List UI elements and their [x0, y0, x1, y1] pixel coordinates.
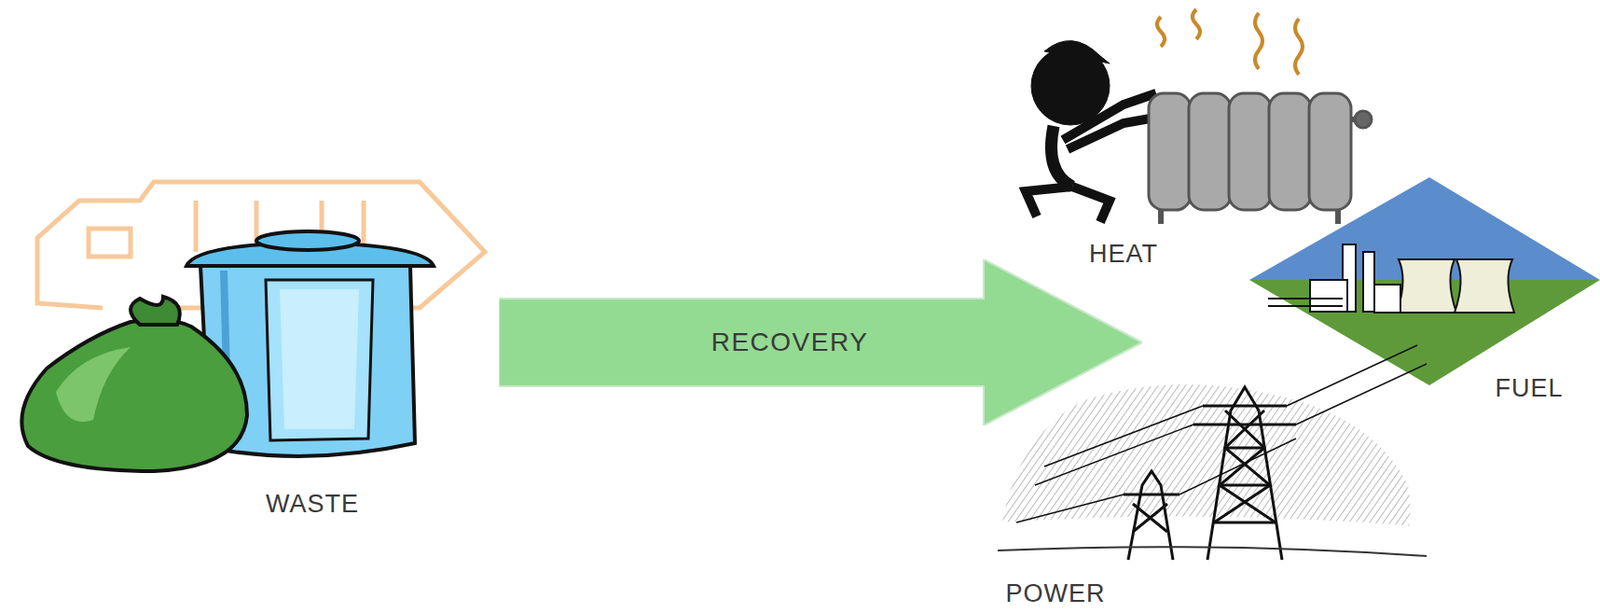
power-label: POWER [1005, 580, 1105, 607]
waste-label: WASTE [265, 491, 359, 517]
recovery-arrow: RECOVERY [498, 259, 1143, 426]
fuel-label: FUEL [1494, 375, 1563, 401]
radiator [1148, 93, 1372, 224]
heat-label: HEAT [1089, 241, 1159, 267]
arrow-label: RECOVERY [711, 329, 869, 356]
power-plant [1249, 177, 1600, 386]
person-figure [1025, 41, 1161, 222]
garbage-bag [21, 296, 248, 471]
heat-waves [1157, 9, 1303, 75]
